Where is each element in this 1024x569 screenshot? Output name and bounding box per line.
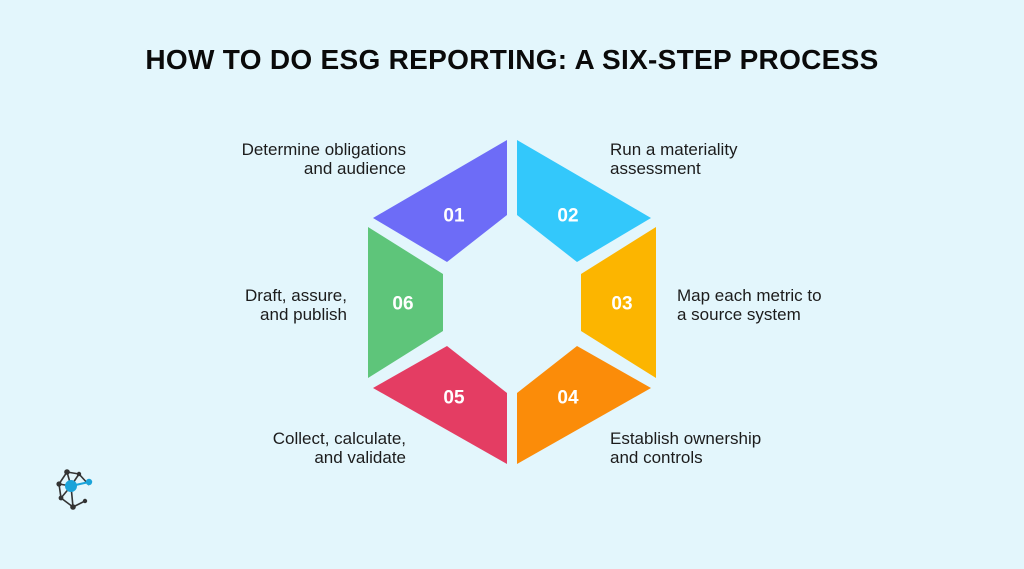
step-label-04-line-1: Establish ownership xyxy=(610,429,762,448)
step-label-04-line-2: and controls xyxy=(610,448,703,467)
hexagon-segment-05: 05 xyxy=(373,346,507,464)
segment-shape-05 xyxy=(373,346,507,464)
step-label-05: Collect, calculate, and validate xyxy=(176,429,406,467)
step-label-01-line-1: Determine obligations xyxy=(241,140,406,159)
step-number-06: 06 xyxy=(392,294,413,315)
step-number-02: 02 xyxy=(557,206,578,227)
step-number-03: 03 xyxy=(611,294,632,315)
segment-shape-03 xyxy=(581,227,656,378)
step-label-03: Map each metric to a source system xyxy=(677,286,907,324)
step-number-01: 01 xyxy=(443,206,465,227)
step-number-05: 05 xyxy=(443,388,465,409)
step-label-02: Run a materiality assessment xyxy=(610,140,840,178)
step-label-06: Draft, assure, and publish xyxy=(117,286,347,324)
hexagon-segment-04: 04 xyxy=(517,346,651,464)
step-label-02-line-2: assessment xyxy=(610,159,701,178)
step-label-02-line-1: Run a materiality xyxy=(610,140,738,159)
hexagon-segment-06: 06 xyxy=(368,227,443,378)
segment-shape-02 xyxy=(517,140,651,262)
step-label-03-line-2: a source system xyxy=(677,305,801,324)
logo xyxy=(56,469,93,510)
segment-shape-01 xyxy=(373,140,507,262)
step-label-06-line-2: and publish xyxy=(260,305,347,324)
step-label-05-line-2: and validate xyxy=(314,448,406,467)
step-number-04: 04 xyxy=(557,388,579,409)
page-title: HOW TO DO ESG REPORTING: A SIX-STEP PROC… xyxy=(145,44,879,75)
segment-shape-04 xyxy=(517,346,651,464)
step-label-01-line-2: and audience xyxy=(303,159,406,178)
step-label-03-line-1: Map each metric to xyxy=(677,286,822,305)
segment-shape-06 xyxy=(368,227,443,378)
step-label-05-line-1: Collect, calculate, xyxy=(272,429,406,448)
step-label-06-line-1: Draft, assure, xyxy=(244,286,347,305)
hexagon-segment-01: 01 xyxy=(373,140,507,262)
step-label-04: Establish ownership and controls xyxy=(610,429,840,467)
step-label-01: Determine obligations and audience xyxy=(176,140,406,178)
hexagon-segment-03: 03 xyxy=(581,227,656,378)
hexagon-segment-02: 02 xyxy=(517,140,651,262)
